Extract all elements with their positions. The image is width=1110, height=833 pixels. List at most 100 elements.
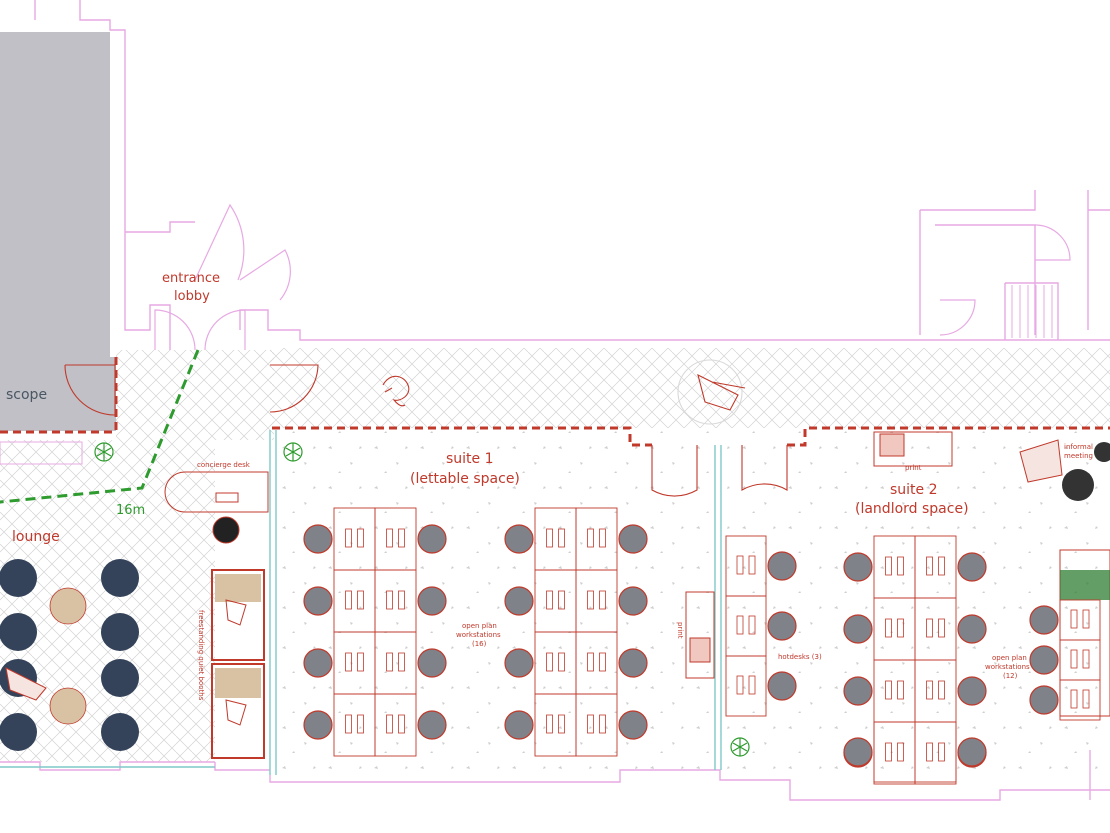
monitor [938, 556, 945, 576]
desk-chair [303, 648, 333, 678]
monitor [345, 590, 352, 610]
desk [374, 693, 417, 757]
monitor [386, 714, 393, 734]
monitor [386, 590, 393, 610]
monitor [748, 555, 756, 575]
desk [725, 655, 767, 717]
monitor [386, 528, 393, 548]
desk-chair [957, 737, 987, 767]
desk-chair [767, 551, 797, 581]
scope-label: scope [6, 387, 47, 403]
informal-label-2: meeting [1064, 452, 1093, 460]
monitor [558, 590, 565, 610]
suite1-title: suite 1 [446, 451, 494, 467]
quiet-booths [211, 569, 265, 759]
monitor [398, 714, 405, 734]
monitor [938, 618, 945, 638]
desk-chair [504, 524, 534, 554]
print-unit-suite2 [873, 431, 953, 467]
informal-meeting-furniture [1019, 439, 1110, 501]
monitor [897, 680, 904, 700]
monitor [926, 680, 933, 700]
monitor [357, 652, 364, 672]
monitor [558, 714, 565, 734]
monitor [938, 680, 945, 700]
suite1-subtitle: (lettable space) [410, 471, 520, 487]
lounge-floor [0, 440, 215, 762]
monitor [1082, 649, 1090, 669]
monitor [398, 652, 405, 672]
monitor [398, 528, 405, 548]
demise-lines [0, 357, 1110, 447]
desk-chair [618, 648, 648, 678]
monitor [546, 652, 553, 672]
monitor [1082, 609, 1090, 629]
print-unit-suite1 [685, 591, 715, 679]
desk-chair [504, 710, 534, 740]
monitor [587, 714, 594, 734]
monitor [357, 528, 364, 548]
desk-chair [843, 614, 873, 644]
lounge-furniture [0, 559, 139, 751]
walls [0, 0, 1110, 801]
desk-chair [843, 676, 873, 706]
monitor [599, 714, 606, 734]
desk-chair [618, 524, 648, 554]
monitor [587, 652, 594, 672]
monitor [926, 742, 933, 762]
desk-chair [417, 586, 447, 616]
monitor [748, 615, 756, 635]
monitor [926, 618, 933, 638]
desk-chair [1029, 605, 1059, 635]
concierge-chair [212, 516, 240, 544]
desk-chair [618, 710, 648, 740]
desk-chair [843, 737, 873, 767]
travel-distance-path [0, 349, 200, 504]
monitor [1070, 649, 1078, 669]
monitor [345, 528, 352, 548]
monitor [345, 652, 352, 672]
desk-chair [1029, 645, 1059, 675]
monitor [885, 742, 892, 762]
workstations [303, 507, 1101, 785]
bench [0, 441, 83, 465]
monitor [926, 556, 933, 576]
out-of-scope-area [0, 32, 110, 357]
lobby-floor [116, 350, 274, 440]
desk-chair [504, 586, 534, 616]
monitor [357, 590, 364, 610]
concierge-desk [164, 471, 269, 513]
monitor [736, 615, 744, 635]
corridor-floor [270, 348, 1110, 428]
desk [1059, 679, 1101, 721]
op16-label-3: (16) [472, 640, 487, 648]
desk-chair [1029, 685, 1059, 715]
distance-label: 16m [116, 503, 145, 518]
desk-chair [957, 676, 987, 706]
door-swings [154, 203, 1071, 351]
monitor [885, 556, 892, 576]
scope-block [0, 357, 116, 431]
monitor [897, 618, 904, 638]
monitor [386, 652, 393, 672]
monitor [398, 590, 405, 610]
desk-chair [767, 671, 797, 701]
monitor [938, 742, 945, 762]
desk-chair [957, 552, 987, 582]
monitor [558, 528, 565, 548]
monitor [546, 528, 553, 548]
concierge-label: concierge desk [197, 461, 251, 469]
print-label-suite2: print [905, 464, 922, 472]
monitor [1082, 689, 1090, 709]
informal-label-1: informal [1064, 443, 1093, 451]
desk-chair [417, 648, 447, 678]
desk [575, 693, 618, 757]
op12-label-3: (12) [1003, 672, 1018, 680]
booths-label: freestanding quiet booths [197, 610, 205, 701]
desk-chair [303, 524, 333, 554]
stairs [1011, 285, 1053, 338]
monitor [897, 556, 904, 576]
monitor [587, 528, 594, 548]
monitor [357, 714, 364, 734]
